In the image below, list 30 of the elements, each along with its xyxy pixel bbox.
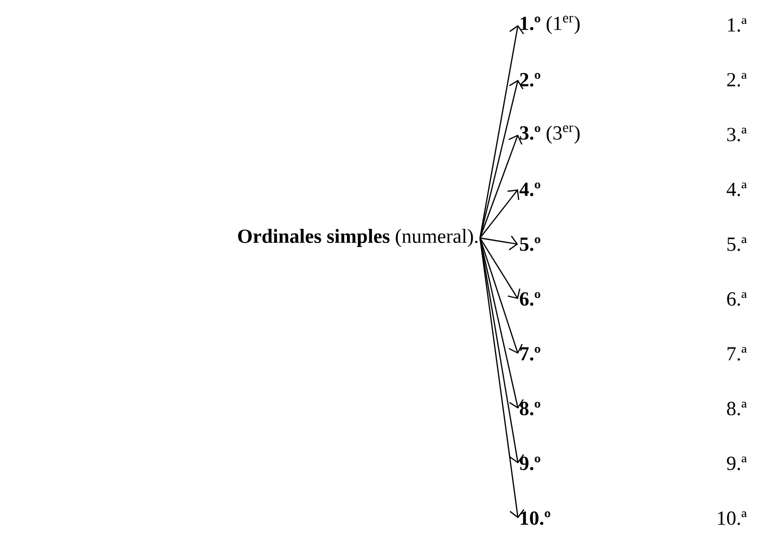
- feminine-ordinal: 6.ª: [727, 292, 747, 306]
- feminine-ordinal: 5.ª: [727, 237, 747, 251]
- ordinal-label: 2.º: [520, 73, 540, 87]
- feminine-ordinal: 7.ª: [728, 347, 747, 361]
- ordinal-label: 1.º (1$^{er}$): [520, 16, 580, 34]
- arrow: [479, 238, 524, 518]
- ordinal-label: 4.º: [519, 182, 540, 196]
- feminine-ordinal: 10.ª: [718, 511, 747, 525]
- feminine-ordinal: 1.ª: [728, 18, 747, 32]
- ordinal-label: 10.º: [520, 511, 550, 525]
- ordinal-label: 6.º: [520, 292, 540, 306]
- arrow: [480, 238, 520, 299]
- title-text: Ordinales simples (numeral).: [238, 228, 478, 248]
- ordinal-label: 7.º: [520, 347, 540, 361]
- arrow: [479, 134, 522, 238]
- feminine-ordinal: 8.ª: [727, 402, 747, 416]
- arrow: [479, 238, 524, 409]
- arrow: [480, 189, 520, 238]
- feminine-ordinal: 4.ª: [726, 182, 747, 196]
- feminine-ordinal: 3.ª: [727, 128, 747, 142]
- feminine-ordinal: 9.ª: [726, 456, 747, 470]
- ordinal-label: 8.º: [520, 402, 540, 416]
- arrow: [479, 24, 524, 238]
- arrow: [480, 236, 518, 250]
- feminine-ordinal: 2.ª: [727, 73, 747, 87]
- ordinal-label: 5.º: [520, 237, 540, 251]
- ordinal-label: 9.º: [520, 456, 540, 470]
- arrow: [479, 80, 524, 238]
- arrow: [479, 238, 523, 354]
- ordinal-label: 3.º (3$^{er}$): [520, 125, 580, 144]
